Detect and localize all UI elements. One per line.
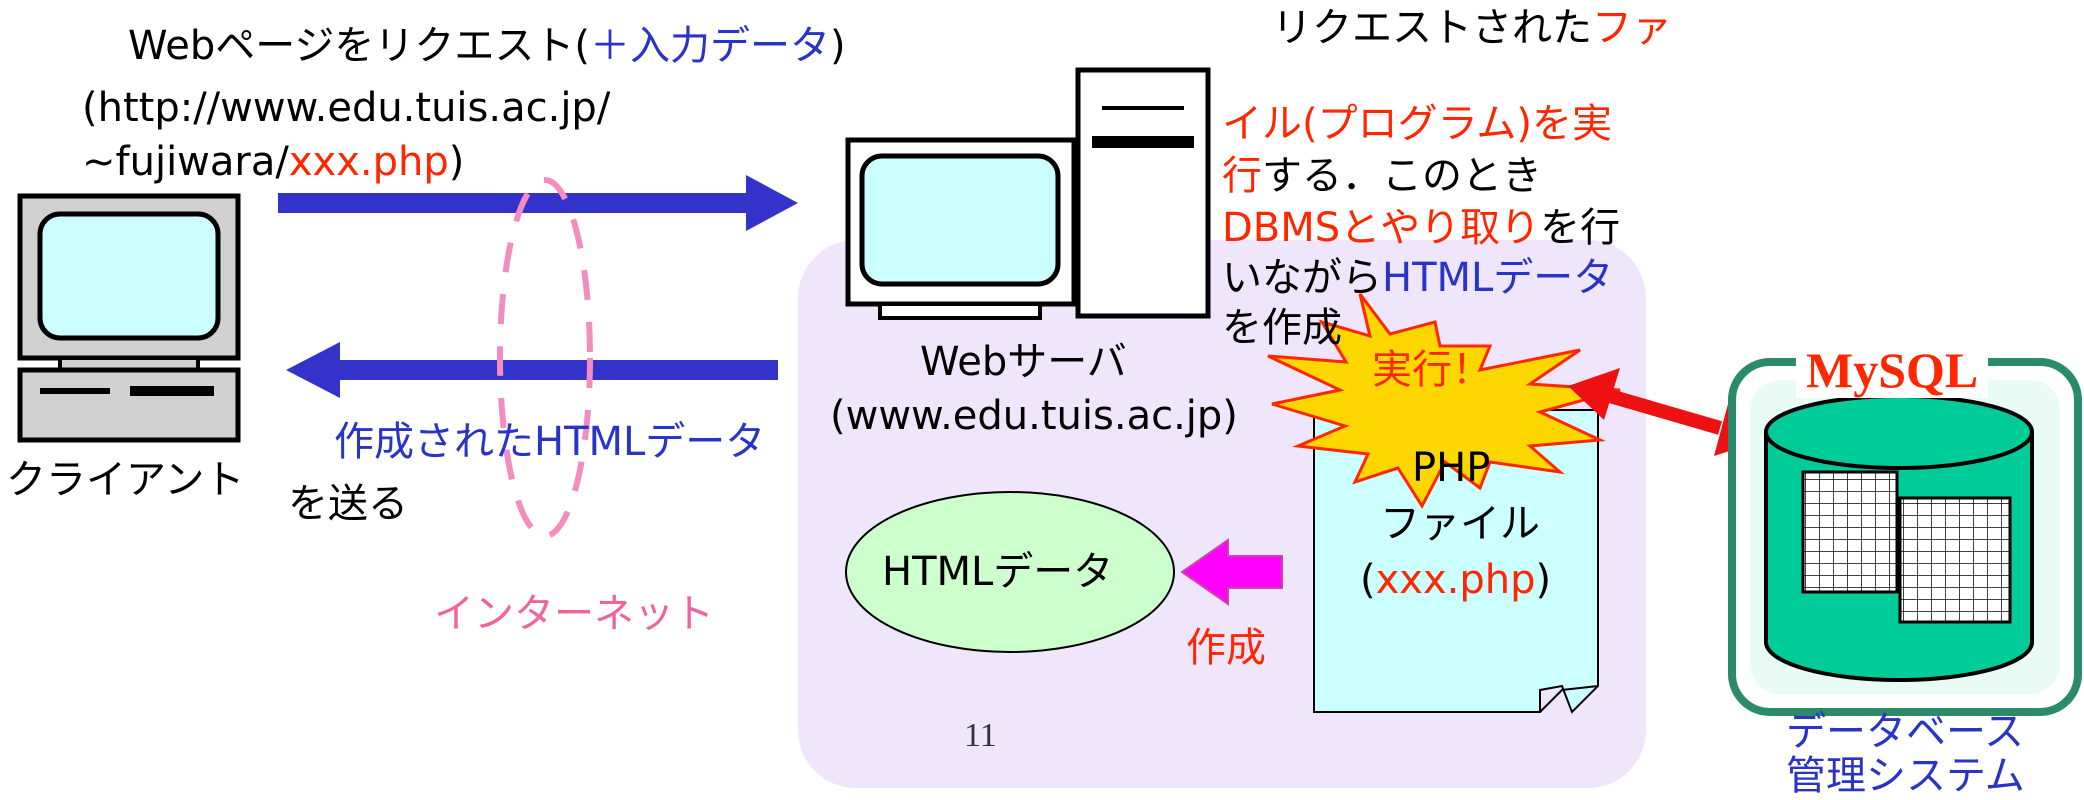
server-note-line5: いながらHTMLデータ xyxy=(1222,255,1614,301)
response-arrow xyxy=(286,342,778,398)
html-data-label: HTMLデータ xyxy=(882,549,1114,595)
create-arrow xyxy=(1180,538,1283,606)
request-url-line1: (http://www.edu.tuis.ac.jp/ xyxy=(82,85,611,131)
mysql-db-icon xyxy=(1728,358,2082,716)
dbms-caption-line1: データベース xyxy=(1786,709,2024,755)
page-number: 11 xyxy=(964,717,997,754)
php-file-line3: (xxx.php) xyxy=(1360,557,1552,603)
server-note-line6: を作成 xyxy=(1222,305,1342,351)
dbms-caption-line2: 管理システム xyxy=(1786,753,2025,799)
php-file-line1: PHP xyxy=(1412,445,1491,491)
create-label: 作成 xyxy=(1186,625,1266,671)
server-note-line2: イル(プログラム)を実 xyxy=(1222,101,1613,147)
html-data-ellipse xyxy=(845,491,1175,653)
server-note-line3: 行する．このとき xyxy=(1222,153,1542,199)
execute-label: 実行！ xyxy=(1372,347,1492,393)
server-note-line1: リクエストされたファ xyxy=(1272,5,1672,51)
server-note-line4: DBMSとやり取りを行 xyxy=(1222,205,1621,251)
request-url-line2: ~fujiwara/xxx.php) xyxy=(82,139,465,185)
webserver-icon xyxy=(845,67,1211,320)
client-label: クライアント xyxy=(6,457,245,503)
internet-label: インターネット xyxy=(434,591,714,637)
webserver-host: (www.edu.tuis.ac.jp) xyxy=(830,393,1238,439)
execute-burst-icon xyxy=(1267,293,1621,510)
response-label: 作成されたHTMLデータ xyxy=(334,419,766,465)
request-arrow xyxy=(278,175,798,231)
webserver-label: Webサーバ xyxy=(920,339,1127,385)
response-label-line2: を送る xyxy=(288,481,408,527)
request-label: Webページをリクエスト(＋入力データ) xyxy=(128,23,846,69)
php-file-icon xyxy=(1313,409,1599,714)
php-file-line2: ファイル xyxy=(1380,501,1540,547)
client-computer-icon xyxy=(17,193,241,443)
internet-ellipse xyxy=(497,177,593,539)
mysql-label: MySQL xyxy=(1796,342,1989,398)
